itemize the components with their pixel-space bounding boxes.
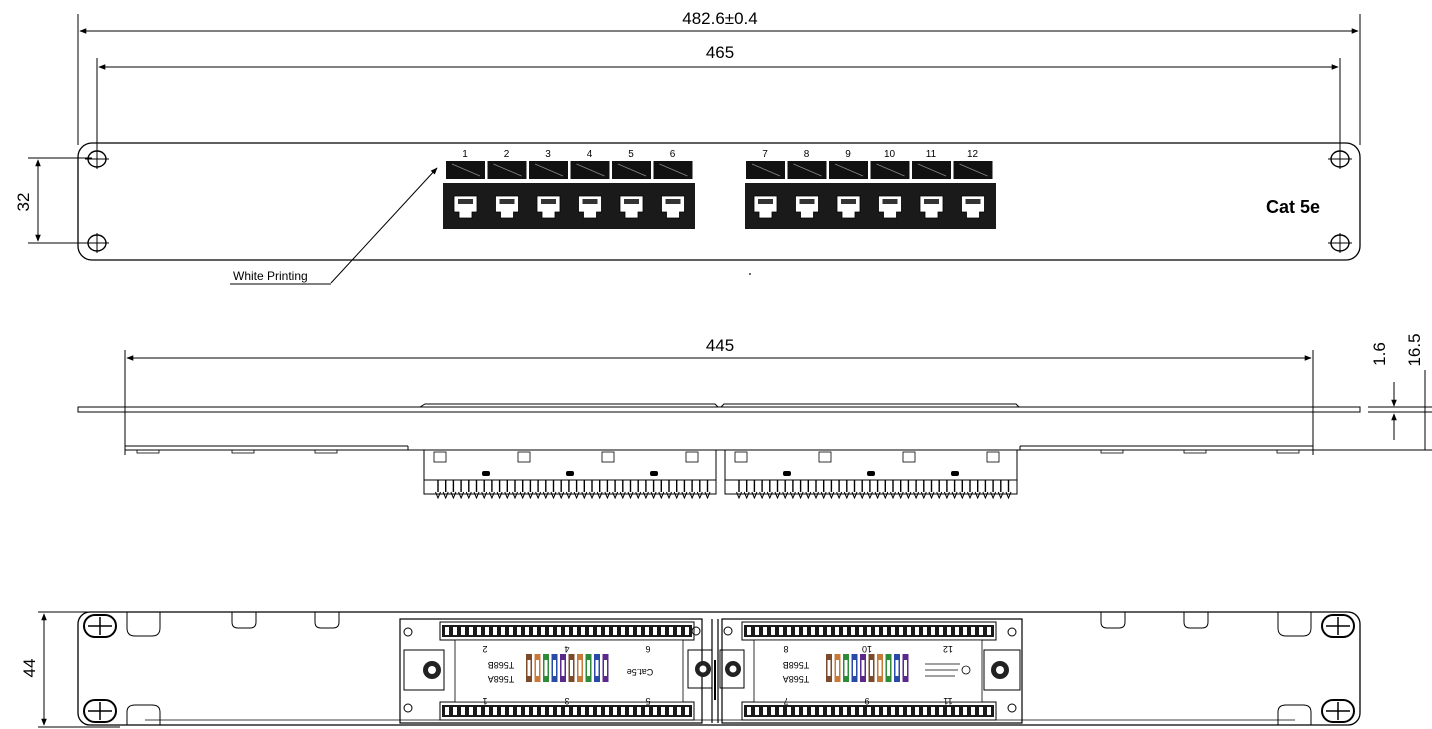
side-view: 445 1.6	[77, 333, 1432, 500]
port-5: 5	[612, 149, 651, 219]
rear-hole-br	[1321, 699, 1355, 723]
thickness-label: 1.6	[1370, 342, 1389, 366]
port-number: 4	[587, 149, 593, 160]
port-8: 8	[787, 149, 827, 219]
front-panel-outline	[77, 142, 1361, 261]
port-4: 4	[570, 149, 610, 219]
module-left-num-6: 6	[645, 644, 650, 654]
port-number: 7	[762, 149, 768, 160]
port-10: 10	[870, 149, 910, 219]
hole-spacing-label: 465	[706, 43, 734, 62]
rear-view: 44 T568A T568B	[20, 611, 1361, 728]
module-left-cat: Cat.5e	[627, 667, 654, 677]
mounting-hole-tl	[85, 149, 109, 169]
module-right-num-8: 8	[783, 644, 788, 654]
module-left-t568a: T568A	[488, 674, 515, 684]
wire-colors-left	[526, 654, 609, 682]
depth-width-label: 445	[706, 336, 734, 355]
brand-label: Cat 5e	[1266, 197, 1320, 217]
module-left-num-2: 2	[482, 644, 487, 654]
port-6: 6	[653, 149, 693, 219]
wire-colors-right	[826, 654, 909, 682]
depth-label: 16.5	[1405, 333, 1424, 366]
front-plate-edge	[77, 406, 1361, 413]
side-frame	[124, 411, 1314, 451]
idc-pins	[433, 451, 1012, 500]
port-9: 9	[829, 149, 868, 219]
module-left-num-5: 5	[645, 696, 650, 706]
port-7: 7	[746, 149, 785, 219]
port-1: 1	[446, 149, 485, 219]
overall-width-label: 482.6±0.4	[682, 9, 758, 28]
mounting-hole-tr	[1328, 149, 1352, 169]
module-left-num-1: 1	[482, 696, 487, 706]
port-11: 11	[912, 149, 951, 219]
rear-panel-outline	[77, 611, 1361, 726]
module-right-num-11: 11	[943, 696, 952, 706]
callout-label: White Printing	[233, 269, 308, 283]
module-left-num-4: 4	[564, 644, 569, 654]
module-right-num-12: 12	[943, 644, 953, 654]
port-number: 12	[967, 149, 979, 160]
module-left-t568b: T568B	[488, 660, 515, 670]
port-number: 2	[504, 149, 510, 160]
rear-hole-tr	[1321, 614, 1355, 638]
cert-mark	[925, 663, 971, 677]
port-number: 5	[628, 149, 634, 160]
module-left-num-3: 3	[564, 696, 569, 706]
mounting-hole-br	[1328, 233, 1352, 253]
port-number: 8	[804, 149, 810, 160]
port-number: 3	[545, 149, 551, 160]
module-right-num-10: 10	[862, 644, 872, 654]
port-block-right	[745, 183, 996, 229]
module-right-num-7: 7	[783, 696, 788, 706]
port-3: 3	[529, 149, 568, 219]
callout-leader	[330, 167, 438, 284]
module-right-t568b: T568B	[783, 660, 810, 670]
port-number: 11	[926, 149, 937, 160]
rear-hole-tl	[83, 614, 117, 638]
port-number: 9	[845, 149, 851, 160]
module-right-num-9: 9	[864, 696, 869, 706]
port-block-left	[443, 183, 695, 229]
rear-idc-terminals	[442, 625, 994, 717]
port-number: 10	[884, 149, 896, 160]
rear-height-label: 44	[20, 659, 39, 678]
port-number: 1	[462, 149, 468, 160]
port-2: 2	[487, 149, 527, 219]
idc-module-left	[423, 449, 717, 495]
port-number: 6	[670, 149, 676, 160]
module-right-t568a: T568A	[783, 674, 810, 684]
front-height-label: 32	[14, 193, 33, 212]
rear-hole-bl	[83, 699, 117, 723]
idc-module-right	[724, 449, 1018, 495]
port-12: 12	[953, 149, 993, 219]
